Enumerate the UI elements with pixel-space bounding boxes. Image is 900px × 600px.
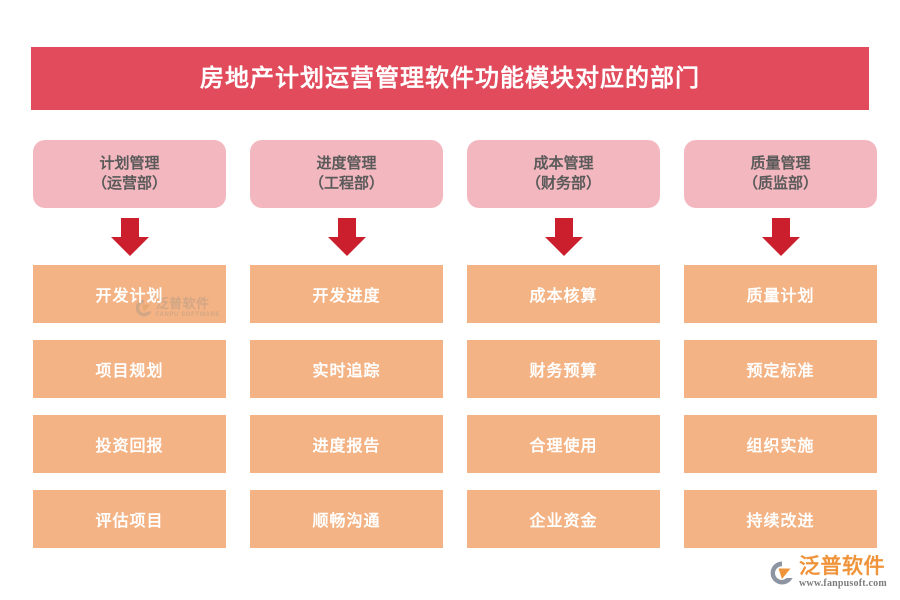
item-label: 项目规划 (95, 363, 164, 380)
column-plan-management: 计划管理 （运营部） 开发计划 泛普软件 (33, 140, 226, 548)
department-name: 成本管理 (533, 155, 594, 172)
list-item[interactable]: 开发计划 泛普软件 FANPU SOFTWARE (33, 265, 226, 323)
list-item[interactable]: 顺畅沟通 (250, 490, 443, 548)
column-cost-management: 成本管理 （财务部） 成本核算 财务预算 合理使用 企业资金 (467, 140, 660, 548)
columns-container: 计划管理 （运营部） 开发计划 泛普软件 (33, 140, 877, 548)
item-label: 合理使用 (529, 438, 598, 455)
list-item[interactable]: 质量计划 (684, 265, 877, 323)
list-item[interactable]: 合理使用 (467, 415, 660, 473)
department-header-box[interactable]: 质量管理 （质监部） (684, 140, 877, 208)
arrow-connector (544, 208, 583, 265)
items-list: 成本核算 财务预算 合理使用 企业资金 (467, 265, 660, 548)
list-item[interactable]: 投资回报 (33, 415, 226, 473)
list-item[interactable]: 成本核算 (467, 265, 660, 323)
column-quality-management: 质量管理 （质监部） 质量计划 预定标准 组织实施 持续改进 (684, 140, 877, 548)
item-label: 评估项目 (95, 513, 164, 530)
list-item[interactable]: 财务预算 (467, 340, 660, 398)
item-label: 质量计划 (746, 288, 815, 305)
department-owner: （质监部） (742, 175, 818, 192)
brand-url: www.fanpusoft.com (799, 578, 887, 589)
department-header-box[interactable]: 计划管理 （运营部） (33, 140, 226, 208)
item-label: 进度报告 (312, 438, 381, 455)
items-list: 质量计划 预定标准 组织实施 持续改进 (684, 265, 877, 548)
item-label: 预定标准 (746, 363, 815, 380)
arrow-connector (327, 208, 366, 265)
department-name: 进度管理 (316, 155, 377, 172)
item-label: 财务预算 (529, 363, 598, 380)
list-item[interactable]: 实时追踪 (250, 340, 443, 398)
column-progress-management: 进度管理 （工程部） 开发进度 实时追踪 进度报告 顺畅沟通 (250, 140, 443, 548)
department-name: 质量管理 (750, 155, 811, 172)
list-item[interactable]: 企业资金 (467, 490, 660, 548)
department-header-box[interactable]: 成本管理 （财务部） (467, 140, 660, 208)
department-owner: （运营部） (91, 175, 167, 192)
page-title: 房地产计划运营管理软件功能模块对应的部门 (200, 64, 700, 92)
watermark-brand: 泛普软件 (155, 296, 210, 311)
items-list: 开发计划 泛普软件 FANPU SOFTWARE 项目规划 (33, 265, 226, 548)
department-header-box[interactable]: 进度管理 （工程部） (250, 140, 443, 208)
items-list: 开发进度 实时追踪 进度报告 顺畅沟通 (250, 265, 443, 548)
item-label: 投资回报 (95, 438, 164, 455)
title-banner: 房地产计划运营管理软件功能模块对应的部门 (31, 47, 869, 110)
list-item[interactable]: 评估项目 (33, 490, 226, 548)
item-label: 顺畅沟通 (312, 513, 381, 530)
department-name: 计划管理 (99, 155, 160, 172)
arrow-connector (761, 208, 800, 265)
item-label: 持续改进 (746, 513, 815, 530)
list-item[interactable]: 进度报告 (250, 415, 443, 473)
brand-name: 泛普软件 (799, 555, 885, 578)
list-item[interactable]: 开发进度 (250, 265, 443, 323)
item-label: 开发进度 (312, 288, 381, 305)
arrow-connector (110, 208, 149, 265)
department-owner: （财务部） (525, 175, 601, 192)
fanpu-logo-icon (770, 561, 793, 584)
arrow-down-icon (544, 217, 583, 256)
item-label: 开发计划 (95, 288, 164, 305)
list-item[interactable]: 组织实施 (684, 415, 877, 473)
brand-logo: 泛普软件 www.fanpusoft.com (769, 556, 887, 589)
item-label: 成本核算 (529, 288, 598, 305)
list-item[interactable]: 持续改进 (684, 490, 877, 548)
list-item[interactable]: 预定标准 (684, 340, 877, 398)
arrow-down-icon (327, 217, 366, 256)
department-owner: （工程部） (308, 175, 384, 192)
list-item[interactable]: 项目规划 (33, 340, 226, 398)
arrow-down-icon (761, 217, 800, 256)
arrow-down-icon (110, 217, 149, 256)
item-label: 实时追踪 (312, 363, 381, 380)
item-label: 企业资金 (529, 513, 598, 530)
item-label: 组织实施 (746, 438, 815, 455)
watermark-brand-en: FANPU SOFTWARE (155, 312, 220, 318)
